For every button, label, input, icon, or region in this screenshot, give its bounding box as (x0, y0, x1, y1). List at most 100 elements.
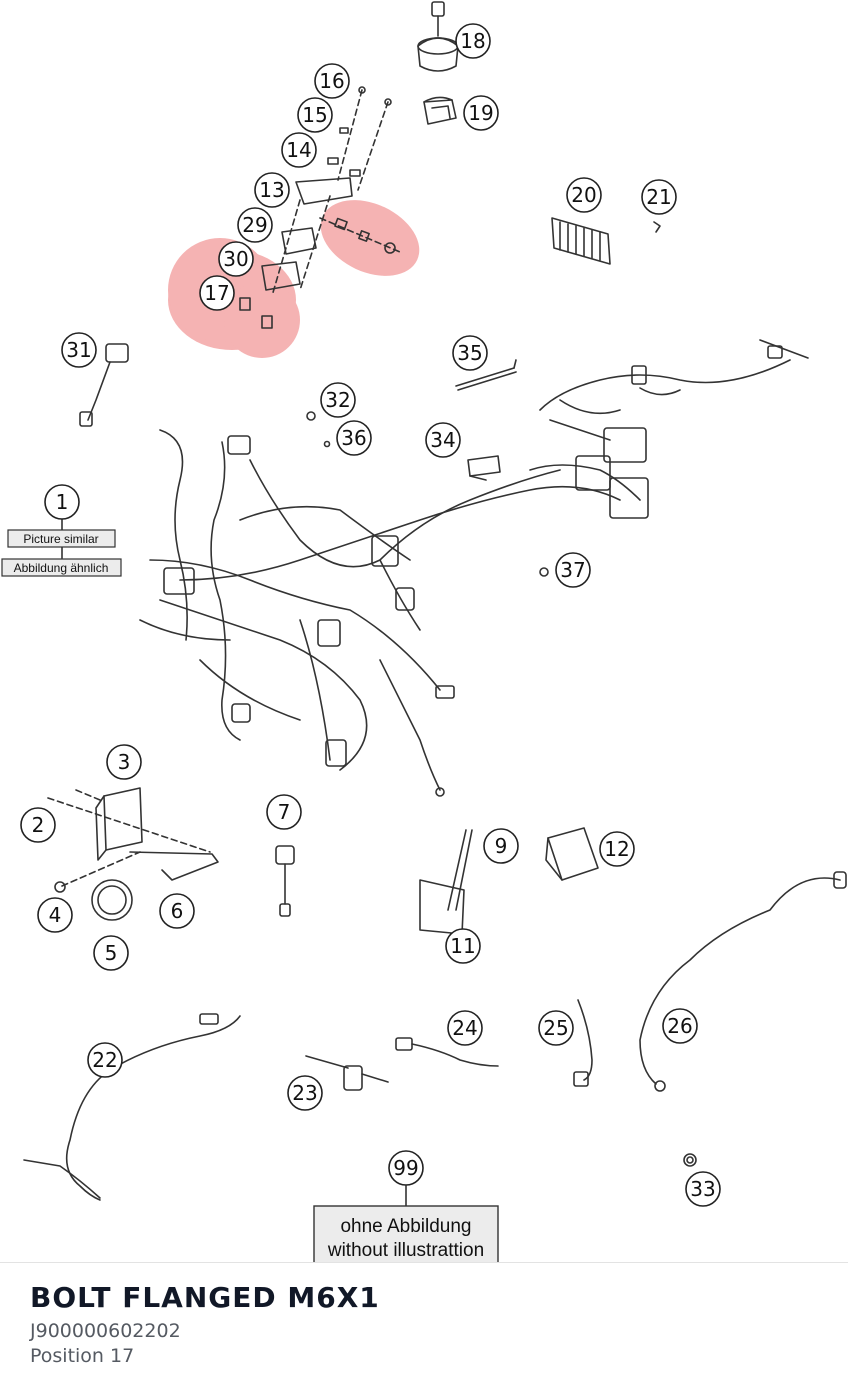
callout-label: 25 (543, 1016, 568, 1040)
callout-16[interactable]: 16 (314, 63, 350, 99)
callout-37[interactable]: 37 (555, 552, 591, 588)
part-9-11-drawing (419, 829, 473, 935)
callout-circle (641, 179, 677, 215)
callout-label: 13 (259, 178, 284, 202)
callout-9[interactable]: 9 (483, 828, 519, 864)
callout-circle (447, 1010, 483, 1046)
callout-circle (20, 807, 56, 843)
callout-circle (218, 241, 254, 277)
callout-label: 34 (430, 428, 455, 452)
note-box-without-illustration: ohne Abbildung without illustrattion (313, 1205, 499, 1262)
callout-31[interactable]: 31 (61, 332, 97, 368)
callout-13[interactable]: 13 (254, 172, 290, 208)
callout-20[interactable]: 20 (566, 177, 602, 213)
callout-label: 35 (457, 341, 482, 365)
svg-text:without illustrattion: without illustrattion (327, 1240, 484, 1261)
svg-text:Abbildung ähnlich: Abbildung ähnlich (14, 561, 109, 575)
callout-label: 22 (92, 1048, 117, 1072)
callout-circle (93, 935, 129, 971)
callout-23[interactable]: 23 (287, 1075, 323, 1111)
callout-29[interactable]: 29 (237, 207, 273, 243)
callout-35[interactable]: 35 (452, 335, 488, 371)
callout-6[interactable]: 6 (159, 893, 195, 929)
callout-circle (445, 928, 481, 964)
main-harness-drawing (139, 339, 809, 797)
callout-circle (452, 335, 488, 371)
callout-label: 32 (325, 388, 350, 412)
callout-14[interactable]: 14 (281, 132, 317, 168)
callout-label: 6 (171, 899, 184, 923)
callout-label: 3 (118, 750, 131, 774)
callout-12[interactable]: 12 (599, 831, 635, 867)
callout-label: 29 (242, 213, 267, 237)
callout-circle (425, 422, 461, 458)
callout-label: 15 (302, 103, 327, 127)
part-23-drawing (305, 1055, 389, 1091)
callout-4[interactable]: 4 (37, 897, 73, 933)
part-25-drawing (573, 999, 593, 1087)
callout-label: 12 (604, 837, 629, 861)
callout-label: 20 (571, 183, 596, 207)
callout-circle (237, 207, 273, 243)
callout-1[interactable]: 1 (44, 484, 80, 520)
callout-label: 30 (223, 247, 248, 271)
callout-26[interactable]: 26 (662, 1008, 698, 1044)
callout-30[interactable]: 30 (218, 241, 254, 277)
callout-circle (538, 1010, 574, 1046)
callout-circle (297, 97, 333, 133)
callout-circle (159, 893, 195, 929)
callout-label: 4 (49, 903, 62, 927)
callout-2[interactable]: 2 (20, 807, 56, 843)
callout-circle (266, 794, 302, 830)
bolt-stack-drawing (327, 86, 392, 191)
callout-34[interactable]: 34 (425, 422, 461, 458)
part-info-footer: BOLT FLANGED M6X1 J900000602202 Position… (0, 1262, 848, 1391)
callout-label: 37 (560, 558, 585, 582)
callout-36[interactable]: 36 (336, 420, 372, 456)
cap-19-drawing (423, 96, 457, 125)
callout-19[interactable]: 19 (463, 95, 499, 131)
callout-label: 23 (292, 1081, 317, 1105)
callout-circle (685, 1171, 721, 1207)
callout-3[interactable]: 3 (106, 744, 142, 780)
highlight-position-17 (168, 200, 420, 358)
callout-21[interactable]: 21 (641, 179, 677, 215)
callout-18[interactable]: 18 (455, 23, 491, 59)
callout-label: 19 (468, 101, 493, 125)
callout-15[interactable]: 15 (297, 97, 333, 133)
callout-label: 2 (32, 813, 45, 837)
callout-24[interactable]: 24 (447, 1010, 483, 1046)
callout-label: 33 (690, 1177, 715, 1201)
callout-22[interactable]: 22 (87, 1042, 123, 1078)
callout-25[interactable]: 25 (538, 1010, 574, 1046)
callout-7[interactable]: 7 (266, 794, 302, 830)
callout-17[interactable]: 17 (199, 275, 235, 311)
callout-label: 9 (495, 834, 508, 858)
callout-circle (388, 1150, 424, 1186)
callout-circle (254, 172, 290, 208)
callout-circle (199, 275, 235, 311)
callout-circle (599, 831, 635, 867)
callout-5[interactable]: 5 (93, 935, 129, 971)
callout-99[interactable]: 99 (388, 1150, 424, 1186)
callout-circle (37, 897, 73, 933)
callout-label: 99 (393, 1156, 418, 1180)
clip-21-drawing (653, 221, 661, 233)
callout-circle (463, 95, 499, 131)
callout-32[interactable]: 32 (320, 382, 356, 418)
callout-label: 21 (646, 185, 671, 209)
callout-circle (61, 332, 97, 368)
callout-circle (455, 23, 491, 59)
callout-label: 17 (204, 281, 229, 305)
callout-33[interactable]: 33 (685, 1171, 721, 1207)
callout-circle (566, 177, 602, 213)
svg-text:ohne Abbildung: ohne Abbildung (340, 1216, 471, 1237)
sensor-31-drawing (79, 343, 129, 427)
callout-circle (336, 420, 372, 456)
bracket-drawing (239, 177, 401, 329)
parts-diagram: Picture similar Abbildung ähnlich ohne A… (1, 1, 847, 1262)
part-7-drawing (275, 845, 295, 917)
callout-circle (314, 63, 350, 99)
callout-11[interactable]: 11 (445, 928, 481, 964)
